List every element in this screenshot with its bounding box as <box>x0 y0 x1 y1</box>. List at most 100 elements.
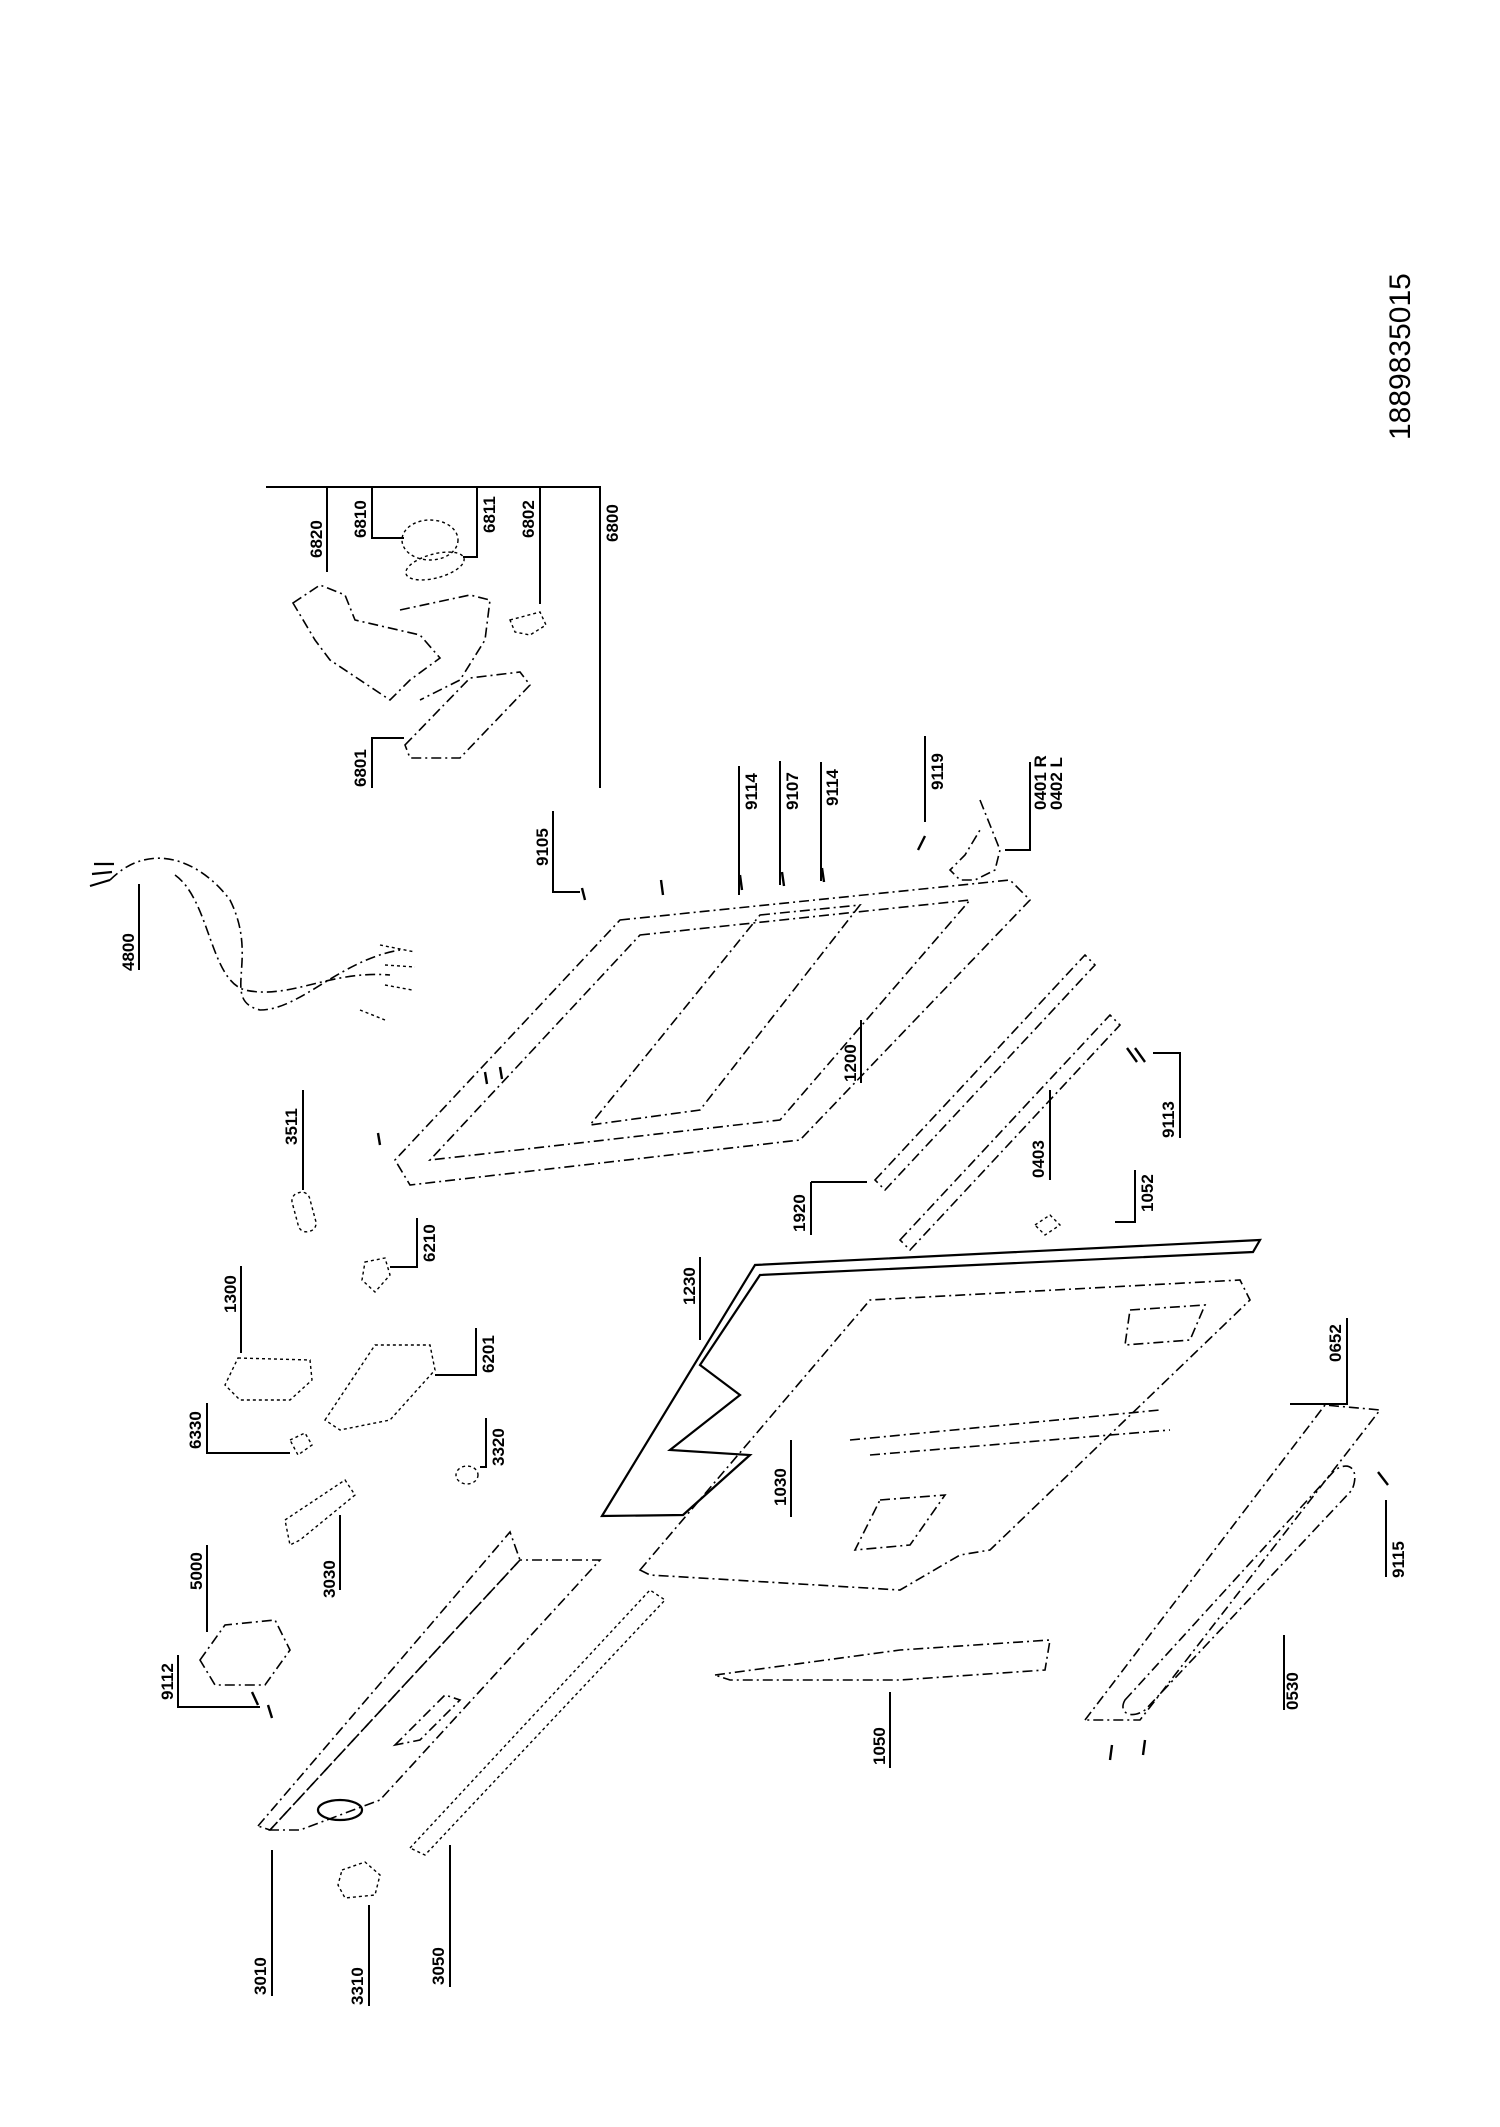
label-9113: 9113 <box>1159 1101 1178 1138</box>
label-9107: 9107 <box>783 772 802 810</box>
fascia-strip-3050 <box>408 1589 667 1856</box>
outer-door-1030-cutout-a <box>853 1494 947 1551</box>
electronics-group <box>206 1218 487 1485</box>
knob-6810 <box>401 519 459 561</box>
leader-6330 <box>206 1403 290 1454</box>
leader-0652 <box>1290 1318 1348 1405</box>
screws-9113 <box>1126 1047 1146 1063</box>
screw-inner-door-c <box>498 1066 504 1080</box>
leader-1052 <box>1115 1170 1136 1223</box>
label-1030: 1030 <box>771 1468 790 1506</box>
label-0403: 0403 <box>1029 1140 1048 1178</box>
label-3030: 3030 <box>320 1560 339 1598</box>
label-1300: 1300 <box>221 1275 240 1313</box>
wiring-harness-plug <box>89 862 114 888</box>
control-panel-fascia-3010-body <box>268 1559 602 1831</box>
screws-9112 <box>250 1691 274 1719</box>
control-panel-group <box>266 486 601 788</box>
label-1200: 1200 <box>841 1044 860 1082</box>
label-4800: 4800 <box>119 933 138 971</box>
screw-9119 <box>916 835 927 851</box>
inner-door-1200-panel <box>588 904 862 1127</box>
label-3050: 3050 <box>429 1947 448 1985</box>
label-6210: 6210 <box>420 1224 439 1262</box>
fascia-group <box>256 1530 1051 2006</box>
leader-3320 <box>480 1418 487 1468</box>
label-5000: 5000 <box>187 1552 206 1590</box>
label-9114-b: 9114 <box>823 769 842 806</box>
lock-group <box>177 1479 356 1719</box>
screw-inner-door-a <box>376 1132 382 1146</box>
strips-group <box>810 953 1181 1252</box>
plug-3320 <box>455 1465 479 1485</box>
label-3310: 3310 <box>348 1967 367 2005</box>
label-6800: 6800 <box>603 504 622 542</box>
rail-1050 <box>714 1639 1051 1681</box>
handle-trim-0530 <box>1122 1465 1356 1716</box>
plinth-group <box>1083 1404 1389 1761</box>
screw-9105 <box>580 887 587 901</box>
leader-1920 <box>810 1181 867 1235</box>
leader-9113 <box>1153 1052 1181 1138</box>
label-3320: 3320 <box>489 1428 508 1466</box>
label-9115: 9115 <box>1389 1541 1408 1578</box>
wiring-harness-4800 <box>109 857 401 1011</box>
label-1052: 1052 <box>1138 1174 1157 1212</box>
screw-0530-a <box>1108 1744 1114 1761</box>
inner-door-group <box>291 879 1032 1233</box>
wiring-harness-4800-inner <box>174 874 391 993</box>
electronic-module-6201 <box>324 1344 436 1431</box>
inner-door-1200-inner <box>427 898 972 1162</box>
bracket-6820-arm <box>399 594 491 701</box>
screw-9115 <box>1377 1471 1389 1486</box>
label-9105: 9105 <box>533 828 552 866</box>
screw-a <box>659 879 665 896</box>
leader-6800-bracket <box>266 486 601 788</box>
wiring-harness-group <box>89 857 416 1021</box>
label-1050: 1050 <box>870 1727 889 1765</box>
connector-6330 <box>289 1432 313 1457</box>
leader-6201 <box>435 1328 477 1376</box>
leader-6810 <box>371 487 404 539</box>
door-lock-5000 <box>199 1619 291 1686</box>
label-0530: 0530 <box>1283 1672 1302 1710</box>
leader-0401-0402 <box>1005 762 1031 851</box>
leader-9112 <box>177 1655 260 1708</box>
label-6330: 6330 <box>186 1411 205 1449</box>
label-0402: 0402 L <box>1047 757 1066 810</box>
fascia-3010-ellipse <box>316 1798 364 1822</box>
dispenser-1300 <box>224 1357 313 1401</box>
label-9112: 9112 <box>158 1663 177 1700</box>
fascia-3010-cutout <box>392 1694 462 1747</box>
leader-6210 <box>390 1218 418 1268</box>
screw-inner-door-b <box>483 1071 489 1085</box>
bracket-1052 <box>1033 1214 1062 1236</box>
screw-9114-b <box>820 867 826 883</box>
label-3010: 3010 <box>251 1957 270 1995</box>
clip-6802 <box>509 611 547 636</box>
inner-door-screws <box>552 736 1031 901</box>
label-6802: 6802 <box>519 500 538 538</box>
drawing-number: 1889835015 <box>1384 273 1417 440</box>
control-panel-fascia-3010 <box>256 1530 521 1831</box>
label-1920: 1920 <box>790 1194 809 1232</box>
label-6801: 6801 <box>351 749 370 787</box>
inner-door-1200-outline <box>394 879 1032 1186</box>
label-6810: 6810 <box>351 500 370 538</box>
knob-ring-6811 <box>405 551 465 581</box>
leader-9105 <box>552 811 580 893</box>
outer-door-1030 <box>638 1279 1251 1591</box>
screw-9114-a <box>738 874 744 891</box>
label-1230: 1230 <box>680 1267 699 1305</box>
label-9114-a: 9114 <box>742 773 761 810</box>
outer-door-1030-rail <box>849 1409 1171 1456</box>
leader-6801 <box>371 737 404 788</box>
lever-3030 <box>284 1479 356 1547</box>
sensor-3511 <box>291 1191 317 1233</box>
label-3511: 3511 <box>282 1108 301 1145</box>
label-0401: 0401 R <box>1031 755 1050 810</box>
screw-9107 <box>780 871 786 887</box>
display-frame-6801 <box>404 671 532 759</box>
outer-door-group <box>600 1238 1348 1591</box>
